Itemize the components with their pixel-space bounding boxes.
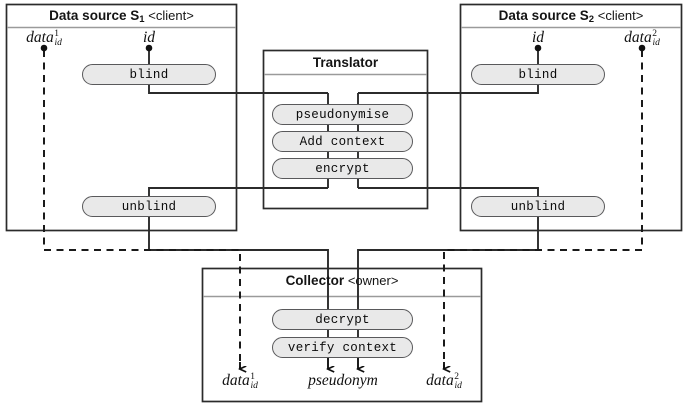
collector-title-strong: Collector (285, 273, 345, 288)
op-verify-context[interactable]: verify context (272, 337, 413, 358)
label-data2-top-base: data (624, 29, 652, 46)
label-data1-bottom-sup: 1 (250, 372, 255, 383)
op-encrypt[interactable]: encrypt (272, 158, 413, 179)
label-data2-bottom-sub: id (454, 380, 462, 391)
dashed-wire-data1 (43, 50, 241, 369)
op-add-context[interactable]: Add context (272, 131, 413, 152)
op-decrypt[interactable]: decrypt (272, 309, 413, 330)
data-source-s1-box (5, 3, 238, 232)
s2-title-strong: Data source S (498, 8, 589, 23)
label-data2-top-sup: 2 (652, 29, 657, 40)
op-blind-left[interactable]: blind (82, 64, 216, 85)
s2-title-sub: 2 (588, 14, 595, 26)
label-data1-bottom-sub: id (250, 380, 258, 391)
wire-translator-to-unblind1 (148, 187, 328, 196)
op-blind-right[interactable]: blind (471, 64, 605, 85)
label-data1-top-base: data (26, 29, 54, 46)
label-data2-bottom-base: data (426, 372, 454, 389)
label-data2-bottom-sup: 2 (454, 372, 459, 383)
s1-title-strong: Data source S (49, 8, 140, 23)
op-unblind-right[interactable]: unblind (471, 196, 605, 217)
label-data2-top: data2id (602, 29, 682, 48)
label-data2-bottom: data2id (404, 372, 484, 391)
s1-title-role: <client> (148, 8, 194, 23)
data-source-s2-box (459, 3, 683, 232)
dot-data1 (40, 44, 48, 52)
label-data1-bottom: data1id (200, 372, 280, 391)
wire-blind1-to-translator (148, 84, 328, 94)
dot-id1 (145, 44, 153, 52)
label-data1-top-sup: 1 (54, 29, 59, 40)
translator-box (262, 49, 429, 210)
translator-title: Translator (312, 55, 379, 70)
wire-blind2-to-translator (358, 84, 539, 94)
dashed-wire-data2 (443, 50, 643, 369)
s1-title-sub: 1 (139, 14, 145, 26)
dot-data2 (638, 44, 646, 52)
label-data1-top-sub: id (54, 37, 62, 48)
op-unblind-left[interactable]: unblind (82, 196, 216, 217)
collector-box (201, 267, 483, 403)
dot-id2 (534, 44, 542, 52)
collector-title-role: <owner> (347, 273, 399, 288)
collector-title: Collector <owner> (203, 273, 481, 288)
op-pseudonymise[interactable]: pseudonymise (272, 104, 413, 125)
label-data1-top: data1id (4, 29, 84, 48)
data-source-s1-title: Data source S1 <client> (7, 8, 236, 25)
label-id-right: id (531, 29, 545, 46)
data-source-s2-title: Data source S2 <client> (461, 8, 681, 25)
label-data1-bottom-base: data (222, 372, 250, 389)
label-data2-top-sub: id (652, 37, 660, 48)
label-id-left: id (142, 29, 156, 46)
label-pseudonym: pseudonym (308, 372, 378, 389)
s2-title-role: <client> (597, 8, 644, 23)
wire-translator-to-unblind2 (358, 187, 539, 196)
